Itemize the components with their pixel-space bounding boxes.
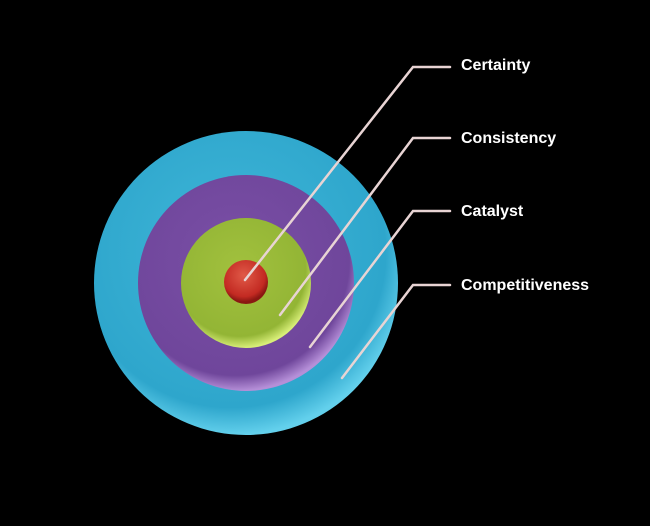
leader-certainty xyxy=(243,65,452,282)
label-catalyst: Catalyst xyxy=(461,203,524,220)
label-consistency: Consistency xyxy=(461,130,556,147)
leader-competitiveness xyxy=(340,283,452,380)
leader-consistency xyxy=(278,136,452,317)
ring-certainty xyxy=(224,260,268,304)
label-competitiveness: Competitiveness xyxy=(461,277,589,294)
leader-catalyst xyxy=(308,209,452,349)
label-certainty: Certainty xyxy=(461,57,530,74)
